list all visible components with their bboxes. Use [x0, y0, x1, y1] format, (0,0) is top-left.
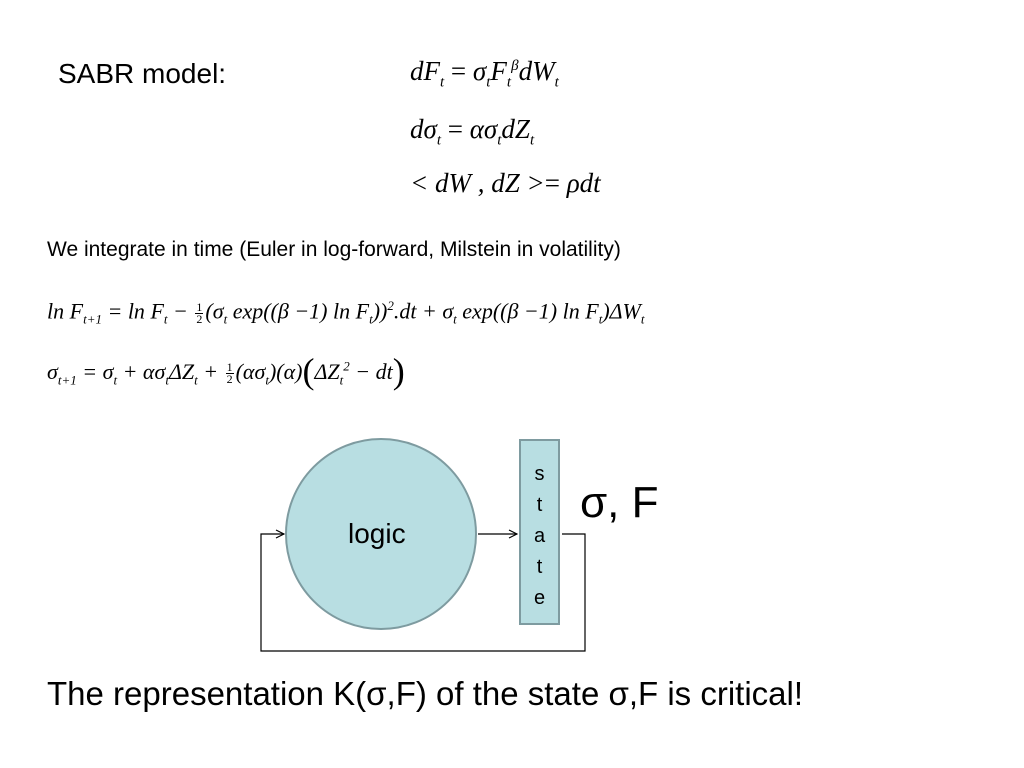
- state-letter: t: [536, 556, 543, 578]
- slide-title: SABR model:: [58, 58, 227, 89]
- state-letter: t: [536, 494, 543, 516]
- logic-node: [285, 438, 477, 630]
- feedback-loop-arrow: [260, 534, 586, 652]
- state-letter: a: [533, 525, 546, 547]
- footer-statement: The representation K(σ,F) of the state σ…: [47, 675, 804, 712]
- sde-equation-forward: dFt = σtFtβdWt: [410, 56, 559, 91]
- logic-label: logic: [348, 518, 406, 549]
- sde-equation-volatility: dσt = ασtdZt: [410, 114, 535, 149]
- state-letter: s: [534, 463, 545, 485]
- state-letter: e: [533, 587, 546, 609]
- intro-text: We integrate in time (Euler in log-forwa…: [47, 238, 621, 261]
- sde-equation-correlation: < dW , dZ >= ρdt: [410, 168, 601, 198]
- state-variables-label: σ, F: [580, 478, 659, 527]
- state-box: s t a t e: [519, 439, 560, 625]
